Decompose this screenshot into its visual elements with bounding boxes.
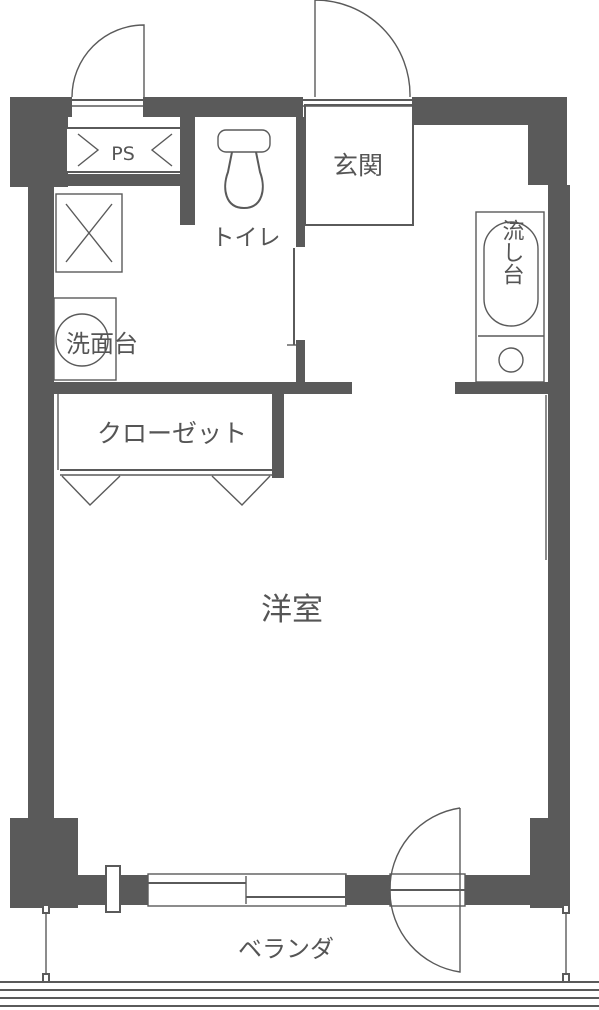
western-room-label: 洋室 — [261, 592, 323, 628]
western-room: 洋室 — [261, 395, 547, 628]
washbasin-label: 洗面台 — [66, 330, 138, 358]
ps-label: PS — [111, 143, 135, 165]
entrance-label: 玄関 — [333, 151, 383, 180]
sink-label: 流し台 — [499, 219, 525, 285]
washbasin: 洗面台 — [53, 193, 138, 381]
exterior-walls — [10, 97, 570, 908]
entrance: 玄関 — [303, 0, 414, 226]
kitchen-sink: 流し台 — [475, 211, 545, 383]
pipe-space: PS — [65, 24, 182, 173]
veranda-label: ベランダ — [238, 935, 334, 963]
closet: クローゼット — [57, 394, 272, 506]
interior-walls — [54, 117, 548, 478]
closet-label: クローゼット — [97, 419, 247, 448]
toilet: トイレ — [212, 129, 281, 251]
toilet-label: トイレ — [212, 225, 281, 251]
balcony-openings — [105, 807, 466, 973]
veranda: ベランダ — [0, 904, 599, 1007]
